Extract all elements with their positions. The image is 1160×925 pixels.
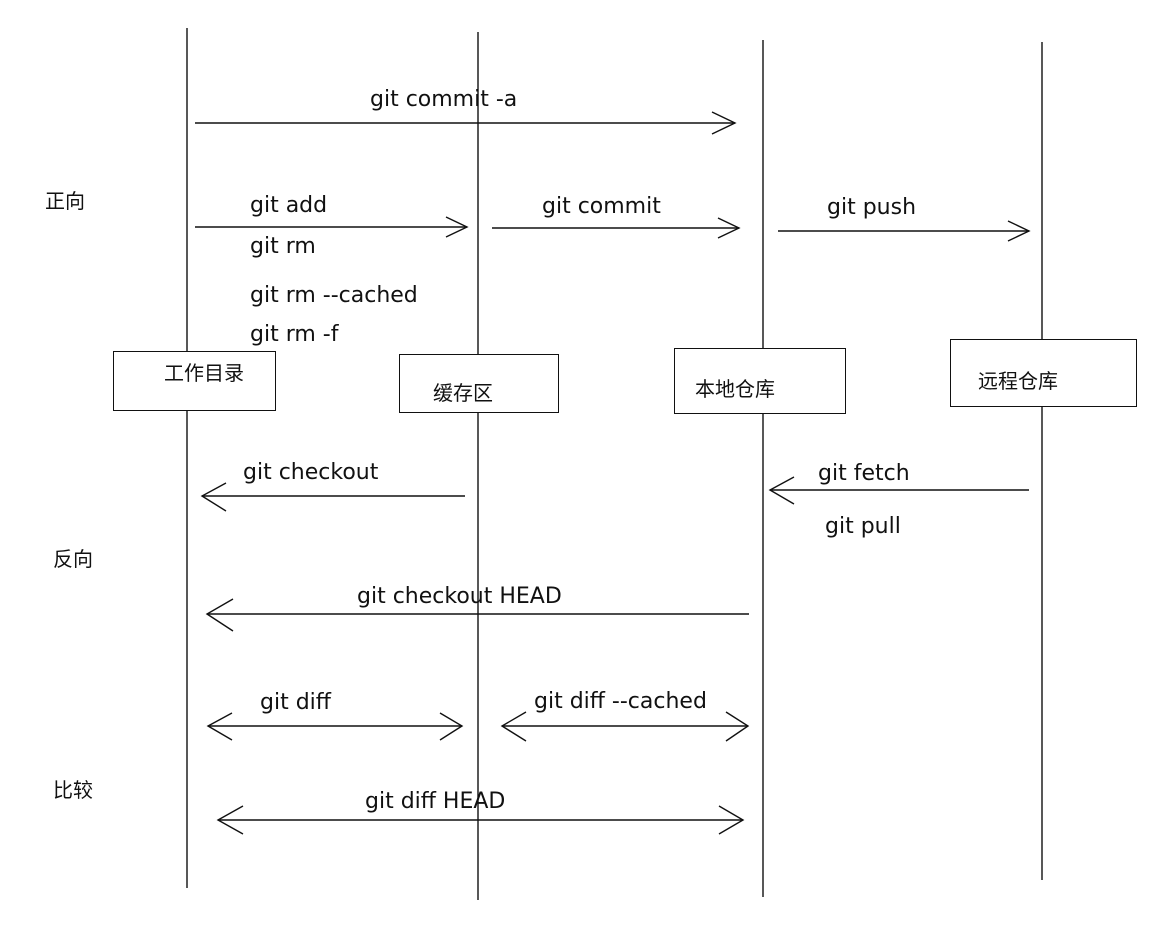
add-arrow [195,216,469,238]
label-checkout-head: git checkout HEAD [357,584,562,609]
section-reverse: 反向 [53,547,93,571]
label-push: git push [827,195,917,220]
diff-head-arrow [216,805,745,835]
local-repo-label: 本地仓库 [695,377,775,401]
label-commit: git commit [542,194,661,219]
local-repo-box: 本地仓库 [674,348,846,414]
diff-arrow [206,712,464,741]
remote-repo-box: 远程仓库 [950,339,1137,407]
checkout-arrow [200,482,465,512]
label-diff-head: git diff HEAD [365,789,506,814]
fetch-arrow [768,476,1029,505]
label-pull: git pull [825,514,901,539]
label-commit-a: git commit -a [370,87,518,112]
remote-repo-label: 远程仓库 [978,369,1058,393]
label-rm-f: git rm -f [250,322,339,347]
section-forward: 正向 [45,189,85,213]
diff-cached-arrow [500,711,750,742]
label-checkout: git checkout [243,460,379,485]
label-add: git add [250,193,328,218]
working-dir-box: 工作目录 [113,351,276,411]
label-rm: git rm [250,234,316,259]
staging-label: 缓存区 [433,381,493,405]
commit-arrow [492,217,741,239]
push-arrow [778,220,1031,242]
label-diff-cached: git diff --cached [534,689,707,714]
section-compare: 比较 [53,778,93,802]
staging-box: 缓存区 [399,354,559,413]
commit-a-arrow [195,111,737,135]
label-rm-cached: git rm --cached [250,283,418,308]
label-diff: git diff [260,690,331,715]
working-dir-label: 工作目录 [164,361,244,385]
label-fetch: git fetch [818,461,910,486]
checkout-head-arrow [205,598,749,632]
